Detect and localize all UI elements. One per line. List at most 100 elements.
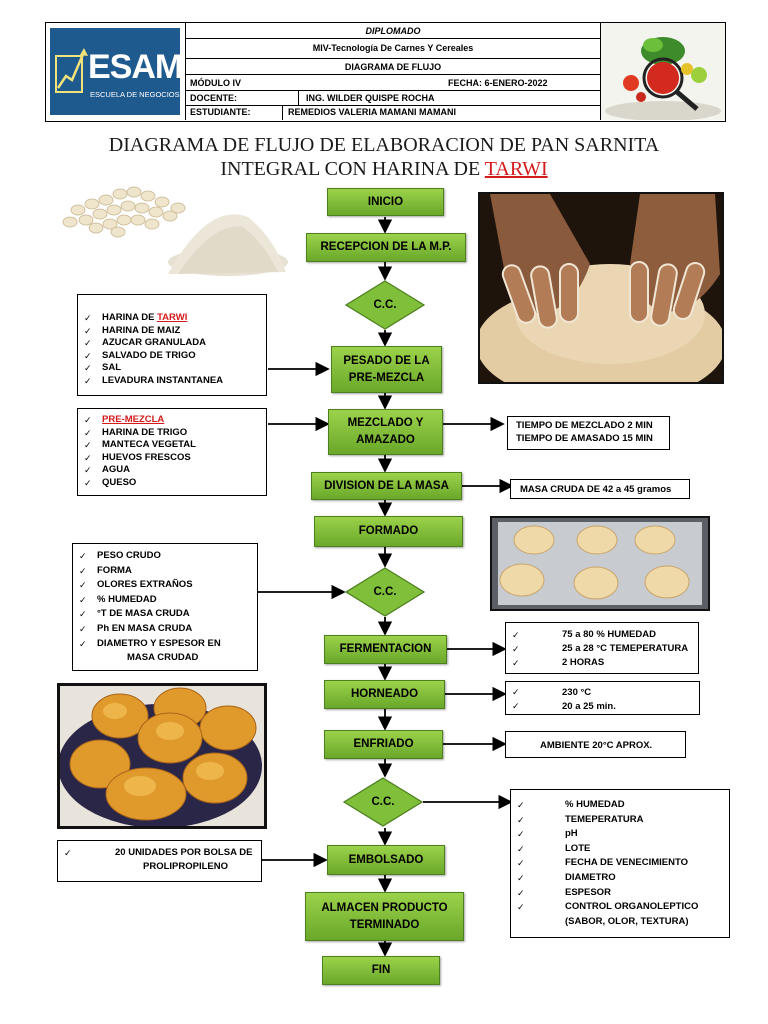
list-item: °T DE MASA CRUDA — [73, 607, 257, 622]
logo-subtext: ESCUELA DE NEGOCIOS — [90, 90, 180, 99]
note-enfriado: AMBIENTE 20°C APROX. — [505, 731, 686, 758]
step-fermentacion: FERMENTACION — [324, 635, 447, 664]
control-masa-tail: MASA CRUDAD — [127, 652, 199, 664]
header-info: DIPLOMADO MIV-Tecnología De Carnes Y Cer… — [186, 23, 600, 120]
note-control-masa: PESO CRUDO FORMA OLORES EXTRAÑOS % HUMED… — [72, 543, 258, 671]
decision-cc-3-label: C.C. — [371, 796, 395, 808]
list-item: CONTROL ORGANOLEPTICO — [511, 900, 729, 915]
note-tiempos: TIEMPO DE MEZCLADO 2 MIN TIEMPO DE AMASA… — [507, 416, 670, 450]
list-item: AGUA — [78, 464, 266, 477]
list-item: 2 HORAS — [506, 656, 698, 670]
step-almacen-line1: ALMACEN PRODUCTO — [321, 901, 448, 914]
step-embolsado: EMBOLSADO — [327, 845, 445, 875]
step-almacen: ALMACEN PRODUCTO TERMINADO — [305, 892, 464, 941]
list-item: PRE-MEZCLA — [78, 414, 266, 427]
step-horneado: HORNEADO — [324, 680, 445, 709]
title-tarwi: TARWI — [484, 158, 548, 180]
note-masa-cruda: MASA CRUDA DE 42 a 45 gramos — [510, 479, 690, 499]
decision-cc-2-label: C.C. — [373, 586, 397, 598]
list-item: pH — [511, 827, 729, 842]
header-row-module: MÓDULO IV FECHA: 6-ENERO-2022 — [186, 75, 600, 91]
list-item: HUEVOS FRESCOS — [78, 452, 266, 465]
list-item: HARINA DE TARWI — [78, 312, 266, 325]
note-embolsado: 20 UNIDADES POR BOLSA DE PROLIPROPILENO — [57, 840, 262, 882]
list-item: HARINA DE MAIZ — [78, 325, 266, 338]
step-mezclado-line2: AMAZADO — [356, 434, 415, 446]
step-mezclado-line1: MEZCLADO Y — [347, 417, 424, 430]
step-pesado-line1: PESADO DE LA — [343, 354, 430, 367]
list-item: 25 a 28 °C TEMEPERATURA — [506, 642, 698, 656]
list-item: Ph EN MASA CRUDA — [73, 622, 257, 637]
step-formado: FORMADO — [314, 516, 463, 547]
list-item: 20 UNIDADES POR BOLSA DE — [58, 846, 261, 860]
step-pesado-line2: PRE-MEZCLA — [348, 371, 425, 384]
list-item: 20 a 25 min. — [506, 700, 699, 714]
teacher-name: ING. WILDER QUISPE ROCHA — [306, 93, 435, 103]
logo-text: ESAM — [88, 48, 183, 86]
student-name: REMEDIOS VALERIA MAMANI MAMANI — [288, 107, 456, 117]
step-inicio: INICIO — [327, 188, 444, 216]
tiempo-amasado: TIEMPO DE AMASADO 15 MIN — [516, 432, 653, 444]
decision-cc-1: C.C. — [345, 280, 425, 330]
step-mezclado: MEZCLADO Y AMAZADO — [328, 409, 443, 455]
tarwi-highlight: TARWI — [157, 312, 188, 323]
note-control-final: % HUMEDAD TEMEPERATURA pH LOTE FECHA DE … — [510, 789, 730, 938]
header-row-document: DIAGRAMA DE FLUJO — [186, 59, 600, 75]
diagram-title-line1: DIAGRAMA DE FLUJO DE ELABORACION DE PAN … — [108, 134, 660, 156]
enfriado-text: AMBIENTE 20°C APROX. — [540, 740, 653, 751]
step-fin: FIN — [322, 956, 440, 985]
note-premezcla-ingredients: HARINA DE TARWI HARINA DE MAIZ AZUCAR GR… — [77, 294, 267, 396]
student-label: ESTUDIANTE: — [190, 107, 251, 117]
list-item: FORMA — [73, 564, 257, 579]
flour-beans-photo — [58, 182, 288, 282]
embolsado-tail: PROLIPROPILENO — [143, 861, 228, 872]
list-item: % HUMEDAD — [511, 798, 729, 813]
masa-cruda-text: MASA CRUDA DE 42 a 45 gramos — [520, 484, 672, 495]
shaped-dough-photo — [490, 516, 710, 611]
date-text: FECHA: 6-ENERO-2022 — [448, 78, 548, 88]
list-item: SALVADO DE TRIGO — [78, 350, 266, 363]
list-item: TEMEPERATURA — [511, 813, 729, 828]
list-item: OLORES EXTRAÑOS — [73, 578, 257, 593]
list-item: HARINA DE TRIGO — [78, 427, 266, 440]
list-item: PESO CRUDO — [73, 549, 257, 564]
list-item: 75 a 80 % HUMEDAD — [506, 628, 698, 642]
list-item: 230 °C — [506, 686, 699, 700]
growth-chart-icon — [55, 48, 88, 93]
list-item: LEVADURA INSTANTANEA — [78, 375, 266, 388]
baked-bread-photo — [57, 683, 267, 829]
food-photo — [600, 23, 725, 120]
decision-cc-3: C.C. — [343, 777, 423, 827]
header-row-teacher: DOCENTE: ING. WILDER QUISPE ROCHA — [186, 91, 600, 106]
note-horneado: 230 °C 20 a 25 min. — [505, 681, 700, 715]
header-row-course: MIV-Tecnología De Carnes Y Cereales — [186, 39, 600, 59]
teacher-label: DOCENTE: — [190, 93, 237, 103]
step-pesado: PESADO DE LA PRE-MEZCLA — [331, 346, 442, 393]
list-item: ESPESOR — [511, 886, 729, 901]
program-text: DIPLOMADO — [365, 26, 421, 36]
header-table: ESAM ESCUELA DE NEGOCIOS DIPLOMADO MIV-T… — [45, 22, 726, 122]
note-mezcla-ingredients: PRE-MEZCLA HARINA DE TRIGO MANTECA VEGET… — [77, 408, 267, 496]
decision-cc-1-label: C.C. — [373, 299, 397, 311]
note-fermentacion: 75 a 80 % HUMEDAD 25 a 28 °C TEMEPERATUR… — [505, 622, 699, 674]
header-row-student: ESTUDIANTE: REMEDIOS VALERIA MAMANI MAMA… — [186, 106, 600, 120]
step-recepcion: RECEPCION DE LA M.P. — [306, 233, 466, 262]
list-item: DIAMETRO — [511, 871, 729, 886]
logo-cell: ESAM ESCUELA DE NEGOCIOS — [46, 23, 186, 120]
step-division: DIVISION DE LA MASA — [311, 472, 462, 500]
tiempo-mezclado: TIEMPO DE MEZCLADO 2 MIN — [516, 420, 653, 431]
step-almacen-line2: TERMINADO — [349, 918, 420, 931]
document-text: DIAGRAMA DE FLUJO — [344, 62, 442, 72]
premezcla-highlight: PRE-MEZCLA — [102, 414, 165, 425]
diagram-title-line2: INTEGRAL CON HARINA DE TARWI — [0, 158, 768, 181]
step-enfriado: ENFRIADO — [324, 730, 443, 759]
list-item: FECHA DE VENECIMIENTO — [511, 856, 729, 871]
list-item: LOTE — [511, 842, 729, 857]
esam-logo: ESAM ESCUELA DE NEGOCIOS — [50, 28, 183, 115]
list-item: AZUCAR GRANULADA — [78, 337, 266, 350]
control-final-tail: (SABOR, OLOR, TEXTURA) — [565, 915, 689, 927]
course-text: MIV-Tecnología De Carnes Y Cereales — [312, 43, 474, 53]
decision-cc-2: C.C. — [345, 567, 425, 617]
tarwi-prefix: HARINA DE — [102, 312, 158, 323]
